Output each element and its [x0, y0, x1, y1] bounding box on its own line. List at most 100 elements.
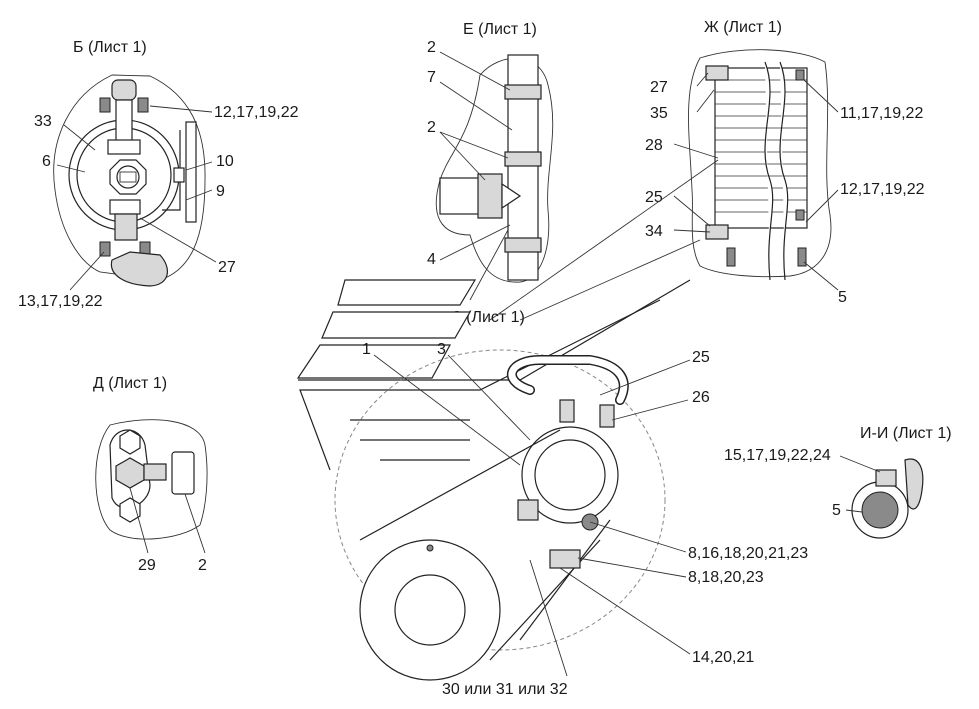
leader-e-2a — [439, 51, 511, 91]
label-i-15: 15,17,19,22,24 — [724, 447, 831, 464]
belt-lower — [489, 539, 601, 661]
leader-e-2c — [439, 131, 486, 181]
break-line-right — [779, 61, 789, 281]
label-zh-34: 34 — [645, 223, 663, 240]
leader-zh-5 — [803, 261, 839, 291]
valve-left — [559, 399, 575, 423]
label-d-29: 29 — [138, 557, 156, 574]
hose-section — [904, 458, 924, 510]
hood-panel-2 — [321, 311, 472, 339]
leader-m-3 — [447, 354, 531, 441]
bottom-right-clamp — [797, 247, 807, 267]
bracket-lower — [549, 549, 581, 569]
bracket-bolt — [173, 167, 185, 183]
label-b-10: 10 — [216, 153, 234, 170]
bottom-bolt-left — [99, 241, 111, 257]
label-m-25: 25 — [692, 349, 710, 366]
leader-zh-11 — [803, 79, 839, 113]
leader-b-9 — [185, 189, 213, 201]
leader-zh-25 — [673, 195, 711, 227]
center-nut — [116, 165, 140, 189]
top-left-fitting — [705, 65, 729, 81]
label-zh-12: 12,17,19,22 — [840, 181, 925, 198]
leader-e-2b — [439, 131, 509, 159]
hose-upper-inner — [508, 356, 628, 404]
label-m-8a: 8,16,18,20,21,23 — [688, 545, 808, 562]
view-i: И-И (Лист 1) 15,17,19,22,24 5 — [724, 425, 952, 539]
label-zh-11: 11,17,19,22 — [840, 105, 923, 122]
label-m-14: 14,20,21 — [692, 649, 754, 666]
pulley-bolt — [426, 544, 434, 552]
label-d-2: 2 — [198, 557, 207, 574]
side-pipe — [439, 177, 481, 215]
label-b-9: 9 — [216, 183, 225, 200]
leader-zh-27 — [696, 72, 709, 87]
hood-panel-3 — [296, 344, 452, 379]
label-b-13: 13,17,19,22 — [18, 293, 103, 310]
leader-zh-34 — [673, 229, 711, 233]
label-i-5: 5 — [832, 502, 841, 519]
leader-d-29 — [129, 487, 149, 554]
top-hose — [111, 79, 137, 101]
label-zh-27: 27 — [650, 79, 668, 96]
clamp-screw — [875, 469, 897, 487]
leader-m-30 — [529, 559, 568, 677]
leader-b-10 — [185, 161, 213, 171]
label-zh-28: 28 — [645, 137, 663, 154]
view-zh: Ж (Лист 1) 27 35 28 25 34 11,17,19 — [645, 19, 925, 306]
label-b-27: 27 — [218, 259, 236, 276]
callout-zh-line-2 — [519, 239, 701, 321]
label-b-12: 12,17,19,22 — [214, 104, 299, 121]
view-zh-title: Ж (Лист 1) — [704, 19, 782, 36]
flange-pipe — [143, 463, 167, 481]
leader-zh-28 — [673, 143, 719, 159]
leader-b-27 — [139, 217, 217, 263]
callout-zh-line-1 — [489, 159, 719, 321]
label-m-8b: 8,18,20,23 — [688, 569, 764, 586]
label-m-3: 3 — [437, 341, 446, 358]
break-line-left — [764, 61, 774, 281]
label-e-2b: 2 — [427, 119, 436, 136]
belt-upper — [359, 429, 561, 541]
leader-b-33 — [63, 124, 96, 151]
bracket-plate — [185, 121, 197, 223]
side-nozzle — [501, 182, 522, 210]
leader-m-8b — [577, 557, 687, 578]
view-d-title: Д (Лист 1) — [93, 375, 167, 392]
leader-i-15 — [839, 455, 881, 473]
label-m-1: 1 — [362, 341, 371, 358]
bottom-hose — [110, 251, 168, 287]
pipe-coupling-bottom — [504, 237, 542, 253]
label-e-2a: 2 — [427, 39, 436, 56]
view-e: Е (Лист 1) 2 7 2 4 — [427, 21, 554, 283]
leader-b-12 — [149, 105, 213, 113]
view-i-title: И-И (Лист 1) — [860, 425, 952, 442]
callout-e-line — [469, 229, 509, 301]
hose-clamp-inner — [861, 491, 899, 529]
bottom-left-clamp — [726, 247, 736, 267]
valve-right — [599, 404, 615, 428]
belt-lower-2 — [519, 519, 611, 641]
view-z-title: З (Лист 1) — [452, 309, 525, 326]
flange-bolt-top — [119, 429, 141, 455]
bottom-fitting — [109, 199, 141, 215]
leader-zh-12 — [805, 189, 839, 223]
leader-e-4 — [439, 224, 511, 261]
bottom-pipe — [114, 213, 138, 241]
pipe-coupling-top — [504, 84, 542, 100]
leader-e-7 — [439, 81, 513, 131]
leader-d-2 — [184, 493, 206, 554]
hood-panel-1 — [337, 279, 477, 306]
top-pipe — [115, 99, 133, 146]
bracket-arm — [162, 130, 181, 211]
leader-m-8a — [589, 521, 687, 553]
label-m-26: 26 — [692, 389, 710, 406]
view-b-title: Б (Лист 1) — [73, 39, 147, 56]
radiator-fins — [715, 79, 807, 213]
view-zh-boundary — [688, 49, 832, 278]
compressor-face — [534, 439, 606, 511]
top-bolt-left — [99, 97, 111, 113]
top-fitting — [107, 139, 141, 155]
flange-bolt-bottom — [119, 497, 141, 523]
